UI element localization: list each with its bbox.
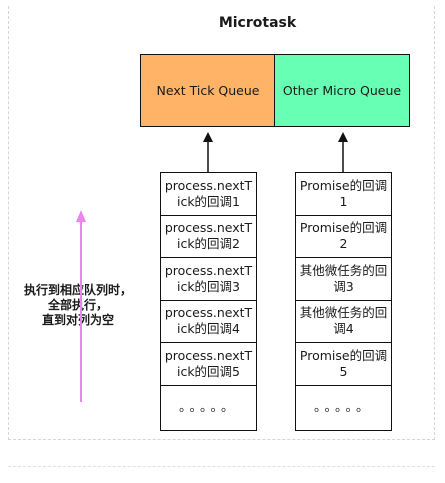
stack-cell: 其他微任务的回调3 [296,258,391,301]
stack-cell: 其他微任务的回调4 [296,301,391,343]
other-micro-queue-box: Other Micro Queue [274,54,410,127]
other-micro-callback-stack: Promise的回调1 Promise的回调2 其他微任务的回调3 其他微任务的… [295,172,392,431]
side-note: 执行到相应队列时， 全部执行， 直到对列为空 [18,283,138,328]
bottom-separator [8,466,435,467]
stack-cell: process.nextTick的回调2 [161,216,256,258]
stack-cell-ellipsis: 。。。。。 [313,399,373,415]
stack-cell: Promise的回调1 [296,173,391,216]
stack-cell: process.nextTick的回调1 [161,173,256,216]
stack-cell: process.nextTick的回调5 [161,343,256,386]
stack-cell-ellipsis: 。。。。。 [178,399,238,415]
side-note-line: 直到对列为空 [41,313,114,327]
stack-cell: Promise的回调5 [296,343,391,386]
other-micro-queue-label: Other Micro Queue [282,82,402,98]
diagram-title: Microtask [218,15,297,31]
canvas-border [8,6,435,440]
stack-cell: process.nextTick的回调3 [161,258,256,301]
stack-cell: Promise的回调2 [296,216,391,258]
next-tick-callback-stack: process.nextTick的回调1 process.nextTick的回调… [160,172,257,431]
next-tick-queue-label: Next Tick Queue [156,82,260,98]
stack-cell: process.nextTick的回调4 [161,301,256,343]
side-note-line: 执行到相应队列时， [23,283,132,297]
side-note-line: 全部执行， [47,298,108,312]
next-tick-queue-box: Next Tick Queue [140,54,276,127]
